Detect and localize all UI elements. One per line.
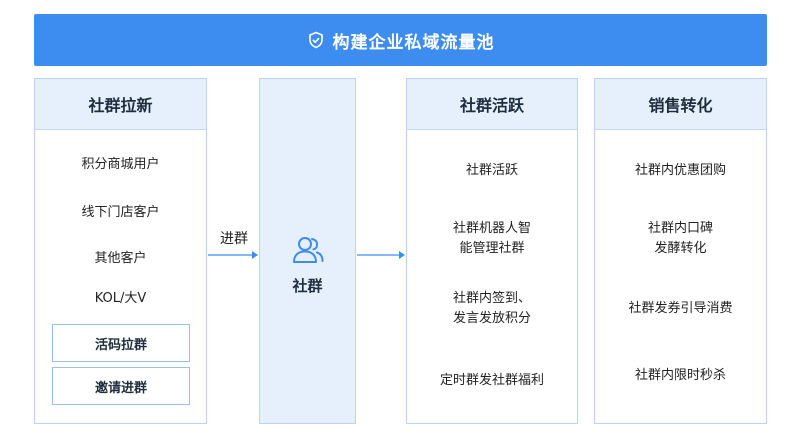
sales-item: 社群发券引导消费 <box>628 301 733 316</box>
live-code-box: 活码拉群 <box>52 324 190 362</box>
top-banner: 构建企业私域流量池 <box>34 14 767 66</box>
arrow-join-head <box>252 251 258 259</box>
community-column: 社群 <box>259 78 356 424</box>
column-acquire: 社群拉新 积分商城用户 线下门店客户 其他客户 KOL/大V 活码拉群 邀请进群 <box>34 78 207 424</box>
column-acquire-header: 社群拉新 <box>35 79 206 130</box>
sales-item: 社群内限时秒杀 <box>634 368 726 383</box>
acquire-item: 积分商城用户 <box>81 157 160 172</box>
community-label: 社群 <box>292 277 323 295</box>
column-sales: 销售转化 社群内优惠团购 社群内口碑 发酵转化 社群发券引导消费 社群内限时秒杀 <box>594 78 767 424</box>
active-item: 定时群发社群福利 <box>439 373 544 388</box>
acquire-item: KOL/大V <box>94 291 147 306</box>
sales-item: 社群内口碑 发酵转化 <box>647 221 713 256</box>
active-item: 社群机器人智 能管理社群 <box>452 221 531 256</box>
banner-title: 构建企业私域流量池 <box>332 32 495 53</box>
column-active-header: 社群活跃 <box>407 79 577 130</box>
column-sales-header: 销售转化 <box>595 79 766 130</box>
sales-item: 社群内优惠团购 <box>634 163 726 178</box>
shield-check-icon <box>307 31 325 49</box>
active-item: 社群活跃 <box>465 163 518 178</box>
column-active: 社群活跃 社群活跃 社群机器人智 能管理社群 社群内签到、 发言发放积分 定时群… <box>406 78 578 424</box>
join-group-label: 进群 <box>220 231 248 247</box>
active-item: 社群内签到、 发言发放积分 <box>452 291 531 326</box>
arrow-active-head <box>399 251 405 259</box>
invite-box: 邀请进群 <box>52 367 190 405</box>
users-icon <box>290 235 326 265</box>
acquire-item: 线下门店客户 <box>81 205 160 220</box>
acquire-item: 其他客户 <box>94 251 147 266</box>
